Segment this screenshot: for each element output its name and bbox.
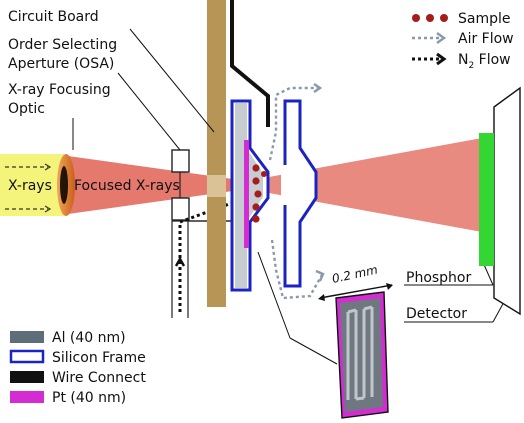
circuit-board-window [207,175,226,197]
optic-label-line2: Optic [8,101,45,117]
sample-droplets [252,164,267,223]
legend-bottom: Al (40 nm) Silicon Frame Wire Connect Pt… [9,330,146,406]
optic-label-line1: X-ray Focusing [8,82,111,98]
detector [493,86,521,316]
diverging-xray-beam [247,138,482,232]
legend-air-flow-label: Air Flow [458,31,514,47]
focused-xrays-label: Focused X-rays [74,178,180,194]
silicon-frame-right [283,99,318,288]
legend-n2-flow-label: N2 Flow [458,52,511,71]
silicon-frame-left [230,99,270,292]
legend-wire-connect-label: Wire Connect [52,370,146,386]
detector-label: Detector [406,306,467,322]
flow-gap [281,165,289,205]
legend-al-label: Al (40 nm) [52,330,126,346]
phosphor-screen [479,133,494,266]
xray-dashed-arrows [5,163,52,213]
phosphor-label: Phosphor [406,270,472,286]
air-flow-arrowheads [313,83,325,282]
legend-top: Sample Air Flow N2 Flow [412,11,514,71]
scale-label: 0.2 mm [331,263,379,286]
n2-flow-arrow-icon [412,52,447,66]
focused-xray-beam [68,156,247,214]
scale-arrow-left [318,294,325,301]
chip-inset [335,291,389,419]
sample-dots-icon [412,14,448,22]
circuit-board-label: Circuit Board [8,9,99,25]
pt-layer [244,140,249,248]
legend-sample-label: Sample [458,11,511,27]
xray-beam-region [0,154,64,216]
osa-label-line2: Aperture (OSA) [8,56,114,72]
legend-pt-label: Pt (40 nm) [52,390,126,406]
wire-connect-swatch [10,371,44,383]
circuit-board [207,0,226,307]
optic-aperture [60,166,68,204]
pt-swatch [10,391,44,403]
scale-arrow-right [386,283,393,290]
legend-silicon-frame-label: Silicon Frame [52,350,146,366]
osa-label-line1: Order Selecting [8,37,117,53]
air-flow-paths [268,86,324,300]
n2-flow-arrowhead [174,256,186,267]
xrays-label: X-rays [8,178,52,194]
air-flow-arrow-icon [412,32,447,44]
scale-bar [319,284,393,299]
wire-connect [230,0,270,127]
al-swatch [10,331,44,343]
silicon-frame-swatch [9,349,45,364]
